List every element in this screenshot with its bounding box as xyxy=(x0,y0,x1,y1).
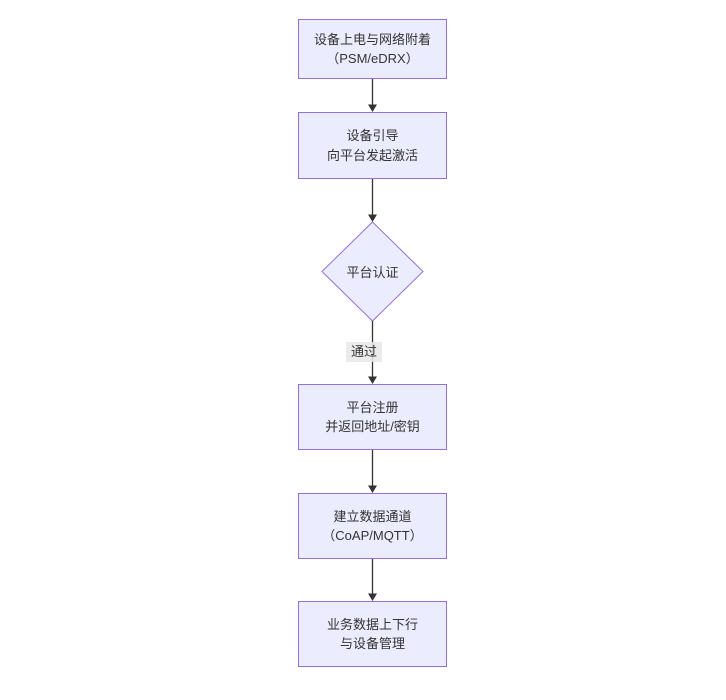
node-data-channel-line1: 建立数据通道 xyxy=(333,508,412,524)
node-power-attach-line2: （PSM/eDRX） xyxy=(326,51,419,66)
arrowhead-icon xyxy=(368,485,377,493)
node-business-data: 业务数据上下行 与设备管理 xyxy=(298,601,447,667)
decision-diamond-shape xyxy=(321,221,424,322)
arrowhead-icon xyxy=(368,593,377,601)
node-power-attach: 设备上电与网络附着 （PSM/eDRX） xyxy=(298,19,447,79)
arrowhead-icon xyxy=(368,376,377,384)
node-platform-register-line2: 并返回地址/密钥 xyxy=(325,419,420,434)
node-bootstrap-line2: 向平台发起激活 xyxy=(326,147,418,163)
node-bootstrap-line1: 设备引导 xyxy=(346,128,399,143)
node-data-channel-line2: （CoAP/MQTT） xyxy=(322,528,423,543)
node-platform-register-line1: 平台注册 xyxy=(346,399,399,415)
node-business-data-line2: 与设备管理 xyxy=(339,636,405,651)
arrowhead-icon xyxy=(368,104,377,112)
arrowhead-icon xyxy=(368,214,377,222)
node-power-attach-line1: 设备上电与网络附着 xyxy=(313,31,431,47)
node-data-channel: 建立数据通道 （CoAP/MQTT） xyxy=(298,493,447,559)
edge-label-pass: 通过 xyxy=(346,342,383,362)
node-business-data-line1: 业务数据上下行 xyxy=(326,616,418,632)
node-platform-register: 平台注册 并返回地址/密钥 xyxy=(298,384,447,450)
node-bootstrap: 设备引导 向平台发起激活 xyxy=(298,112,447,179)
